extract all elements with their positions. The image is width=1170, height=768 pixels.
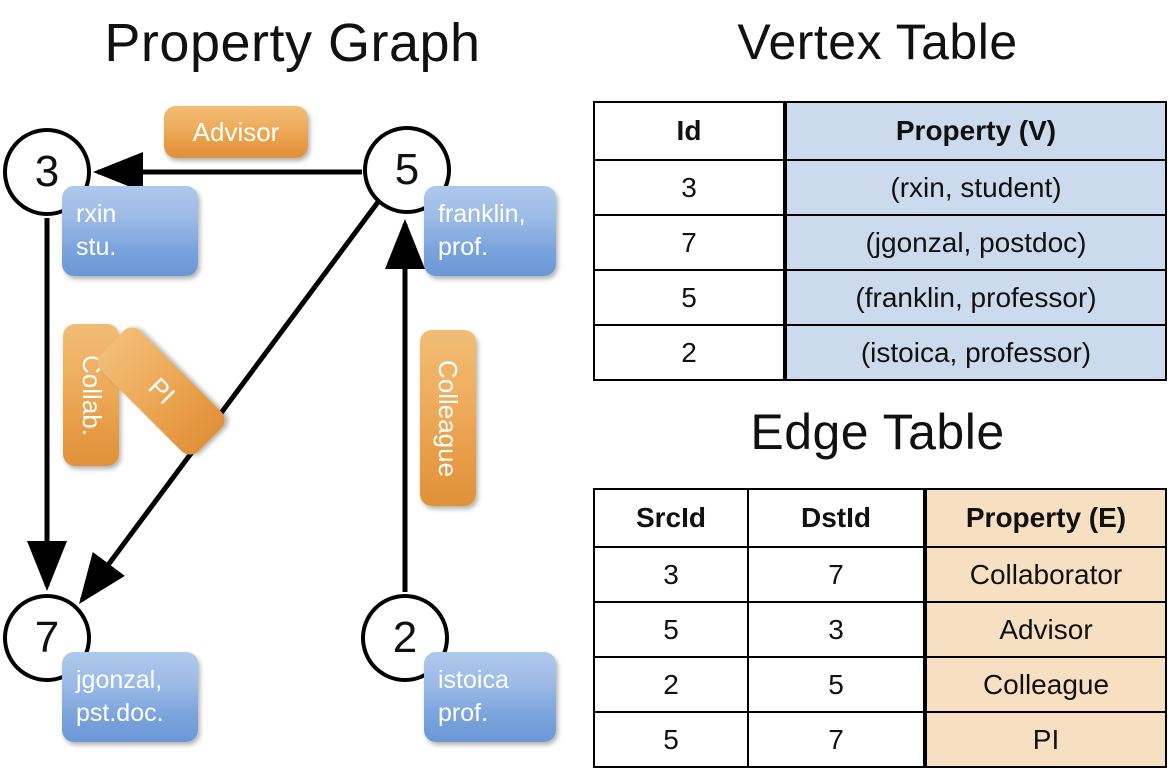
graph-node-3-label: 3 [34, 147, 60, 196]
edge-cell-srcid: 3 [593, 546, 749, 603]
page-title-edge-table: Edge Table [750, 404, 1005, 460]
edge-table: SrcId DstId Property (E) 3 7 Collaborato… [593, 488, 1167, 768]
edge-table-header-srcid: SrcId [593, 488, 749, 548]
table-row: 2 (istoica, professor) [593, 324, 1167, 381]
table-row: 5 3 Advisor [593, 601, 1167, 658]
page-title-property-graph: Property Graph [104, 13, 481, 73]
table-row: 5 (franklin, professor) [593, 269, 1167, 326]
table-row: 5 7 PI [593, 711, 1167, 768]
vertex-property-callout-2: istoica prof. [424, 652, 556, 742]
edge-property-label-advisor: Advisor [192, 116, 280, 147]
edge-cell-dstid: 7 [747, 711, 926, 768]
edge-cell-property: Collaborator [923, 546, 1167, 603]
edge-table-header-row: SrcId DstId Property (E) [593, 488, 1167, 548]
vertex-property-callout-7: jgonzal, pst.doc. [62, 652, 198, 742]
edge-cell-dstid: 3 [747, 601, 926, 658]
graph-node-2-label: 2 [392, 613, 418, 662]
edge-cell-dstid: 5 [747, 656, 926, 713]
vertex-property-callout-5: franklin, prof. [424, 186, 556, 276]
vertex-table-header-property: Property (V) [783, 101, 1167, 161]
vertex-cell-id: 3 [593, 159, 786, 216]
vertex-property-callout-3: rxin stu. [62, 186, 198, 276]
edge-property-label-pi: PI [142, 371, 181, 410]
edge-table-header-property: Property (E) [923, 488, 1167, 548]
edge-cell-dstid: 7 [747, 546, 926, 603]
graph-node-7-label: 7 [34, 613, 60, 662]
table-row: 2 5 Colleague [593, 656, 1167, 713]
edge-property-callout-colleague: Colleague [420, 330, 476, 506]
graph-node-5[interactable]: 5 [363, 126, 451, 214]
vertex-cell-property: (jgonzal, postdoc) [783, 214, 1167, 271]
table-row: 3 7 Collaborator [593, 546, 1167, 603]
vertex-cell-property: (istoica, professor) [783, 324, 1167, 381]
vertex-table-header-id: Id [593, 101, 786, 161]
vertex-cell-property: (rxin, student) [783, 159, 1167, 216]
vertex-cell-id: 2 [593, 324, 786, 381]
table-row: 7 (jgonzal, postdoc) [593, 214, 1167, 271]
graph-node-5-label: 5 [394, 145, 420, 194]
edge-cell-property: Advisor [923, 601, 1167, 658]
vertex-cell-property: (franklin, professor) [783, 269, 1167, 326]
vertex-cell-id: 7 [593, 214, 786, 271]
table-row: 3 (rxin, student) [593, 159, 1167, 216]
graph-node-2[interactable]: 2 [361, 594, 449, 682]
vertex-table-header-row: Id Property (V) [593, 101, 1167, 161]
edge-cell-property: PI [923, 711, 1167, 768]
edge-cell-srcid: 5 [593, 601, 749, 658]
vertex-cell-id: 5 [593, 269, 786, 326]
edge-cell-srcid: 5 [593, 711, 749, 768]
vertex-table: Id Property (V) 3 (rxin, student) 7 (jgo… [593, 101, 1167, 381]
edge-cell-property: Colleague [923, 656, 1167, 713]
edge-5-to-7-pi [79, 200, 381, 605]
edge-cell-srcid: 2 [593, 656, 749, 713]
page-title-vertex-table: Vertex Table [737, 14, 1018, 70]
property-graph-diagram: 3 5 7 2 rxin stu. franklin, prof. jgonza… [0, 0, 585, 760]
edge-property-label-colleague: Colleague [433, 359, 464, 477]
edge-table-header-dstid: DstId [747, 488, 926, 548]
edge-property-callout-advisor: Advisor [164, 106, 308, 158]
graph-edges-layer [27, 152, 425, 605]
